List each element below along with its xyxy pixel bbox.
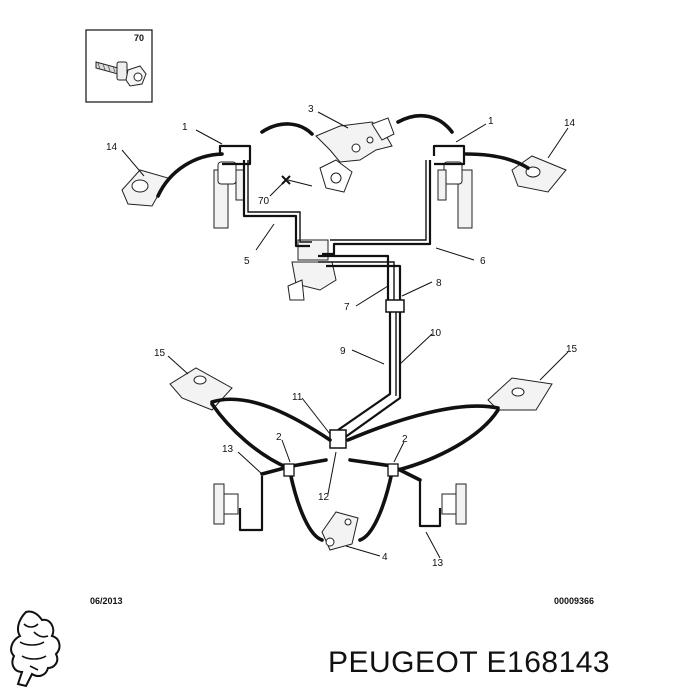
front-right-connector (432, 144, 466, 166)
leader-12 (327, 451, 337, 495)
inset-bolt-box: 70 (85, 29, 153, 103)
callout-4: 4 (382, 552, 388, 563)
hose-part-1-right (464, 152, 530, 170)
front-left-caliper (213, 161, 245, 229)
rear-connector-part-2-right (387, 463, 399, 477)
hose-part-1-left (156, 152, 224, 198)
pipe-part-5-inner (247, 160, 312, 243)
clip-part-15-right (487, 377, 553, 411)
pipe-part-6-inner (330, 160, 427, 241)
pipe-part-5 (242, 160, 310, 248)
callout-2-right: 2 (402, 434, 408, 445)
diagram-date: 06/2013 (90, 596, 123, 606)
leader-15-right (539, 351, 569, 381)
leader-70 (269, 181, 285, 197)
leader-13-left (237, 451, 263, 475)
leader-13-right (425, 531, 441, 559)
brake-distributor (287, 239, 337, 301)
leader-1-left (195, 129, 223, 145)
rear-hose-right-2 (348, 458, 422, 482)
pipe-part-9 (337, 312, 392, 431)
bolt-icon (95, 61, 147, 87)
front-right-caliper (437, 161, 473, 229)
rear-right-drum (441, 483, 467, 525)
callout-9: 9 (340, 346, 346, 357)
peugeot-lion-logo-icon (10, 610, 61, 688)
leader-2-right (393, 441, 405, 463)
rear-hose-left-upper (210, 397, 332, 442)
leader-11 (301, 397, 331, 435)
leader-14-left (121, 149, 145, 177)
rear-hose-left-lower (210, 402, 290, 470)
callout-8: 8 (436, 278, 442, 289)
rear-hose-to-bracket-left (288, 470, 324, 542)
leader-6 (435, 247, 475, 261)
pipe-part-13-right (418, 480, 442, 528)
leader-9 (351, 349, 385, 365)
rear-junction-part-11 (329, 429, 347, 449)
union-connector (385, 299, 405, 313)
callout-5: 5 (244, 256, 250, 267)
leader-15-left (167, 355, 189, 375)
callout-3: 3 (308, 104, 314, 115)
clip-part-15-left (169, 367, 233, 411)
screw-part-70 (281, 175, 313, 187)
hose-part-1-left-upper (260, 122, 314, 136)
brand-name: PEUGEOT (328, 646, 478, 679)
rear-bracket-part-4 (321, 511, 359, 551)
callout-13-left: 13 (222, 444, 234, 455)
pipe-part-6 (322, 160, 432, 256)
callout-12: 12 (318, 492, 330, 503)
callout-1-right: 1 (488, 116, 494, 127)
rear-left-drum (213, 483, 239, 525)
hose-part-1-right-upper (396, 113, 454, 134)
leader-2-left (281, 439, 291, 463)
callout-7: 7 (344, 302, 350, 313)
leader-7 (355, 285, 389, 307)
leader-14-right (547, 127, 569, 159)
diagram-ref-number: 00009366 (554, 596, 594, 606)
leader-1-right (455, 123, 487, 143)
pipe-part-7 (318, 254, 390, 300)
leader-10 (399, 333, 433, 365)
callout-1-left: 1 (182, 122, 188, 133)
callout-14-left: 14 (106, 142, 118, 153)
leader-4 (345, 545, 381, 557)
callout-14-right: 14 (564, 118, 576, 129)
part-number: E168143 (486, 646, 611, 679)
pipe-part-7-inner (318, 261, 395, 300)
pipe-part-13-left (238, 476, 264, 532)
callout-15-right: 15 (566, 344, 578, 355)
clip-part-14-right (511, 155, 567, 193)
inset-label: 70 (134, 33, 144, 43)
callout-2-left: 2 (276, 432, 282, 443)
rear-hose-to-bracket-right (358, 470, 394, 542)
front-left-connector (218, 144, 252, 166)
callout-70: 70 (258, 196, 270, 207)
rear-connector-part-2-left (283, 463, 295, 477)
callout-11: 11 (292, 392, 303, 403)
clip-part-14-left (121, 169, 169, 207)
pipe-part-10 (343, 312, 402, 439)
callout-10: 10 (430, 328, 442, 339)
leader-5 (255, 223, 275, 251)
rear-hose-right-upper (346, 404, 500, 442)
leader-8 (401, 281, 433, 297)
callout-6: 6 (480, 256, 486, 267)
callout-15-left: 15 (154, 348, 166, 359)
pipe-part-8 (326, 264, 402, 300)
rear-hose-right-lower (396, 408, 500, 472)
brand-part-number: PEUGEOT E168143 (328, 646, 610, 680)
callout-13-right: 13 (432, 558, 444, 569)
abs-bracket-part-3 (315, 117, 395, 193)
leader-3 (317, 111, 349, 129)
